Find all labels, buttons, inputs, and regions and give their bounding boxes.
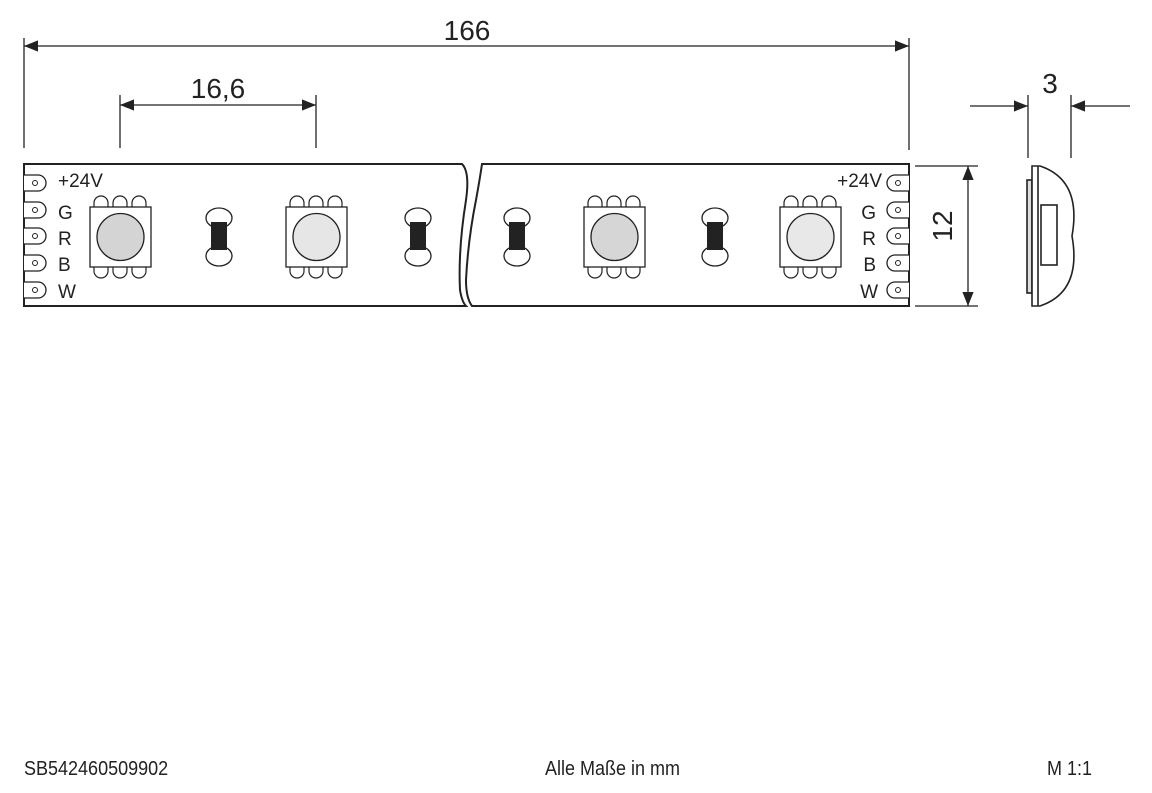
right-pad-labels: +24V G R B W (837, 171, 882, 303)
pad-right (886, 281, 909, 299)
led-chips (89, 195, 842, 279)
part-number: SB542460509902 (24, 758, 169, 780)
label-r-right: R (862, 229, 876, 250)
label-w-right: W (860, 282, 878, 303)
dimension-pitch-label: 16,6 (191, 73, 246, 104)
led-chip (285, 195, 348, 279)
dimension-length-label: 166 (444, 15, 491, 46)
resistor (701, 207, 729, 267)
label-r-left: R (58, 229, 72, 250)
pad-right (886, 254, 909, 272)
label-b-right: B (863, 255, 876, 276)
label-24v-right: +24V (837, 171, 882, 192)
led-chip (89, 195, 152, 279)
dimension-thickness (970, 95, 1130, 158)
label-g-left: G (58, 203, 73, 224)
solder-pads (24, 174, 909, 299)
led-chip (779, 195, 842, 279)
resistors (205, 207, 729, 267)
resistor (404, 207, 432, 267)
pad-left (24, 201, 47, 219)
pad-right (886, 201, 909, 219)
label-24v-left: +24V (58, 171, 103, 192)
dimension-height (915, 165, 978, 307)
dimension-height-label: 12 (927, 210, 958, 241)
side-profile (1026, 165, 1075, 307)
led-chip (583, 195, 646, 279)
pad-right (886, 174, 909, 192)
pad-left (24, 254, 47, 272)
resistor (205, 207, 233, 267)
pad-left (24, 281, 47, 299)
dimension-length (23, 38, 910, 150)
strip-outline (23, 163, 910, 307)
label-b-left: B (58, 255, 71, 276)
pad-right (886, 227, 909, 245)
led-lens (96, 212, 145, 262)
pad-left (24, 174, 47, 192)
pad-left (24, 227, 47, 245)
label-w-left: W (58, 282, 76, 303)
led-lens (292, 212, 341, 262)
resistor (503, 207, 531, 267)
dimension-pitch (119, 95, 317, 148)
left-pad-labels: +24V G R B W (58, 171, 103, 303)
label-g-right: G (861, 203, 876, 224)
led-lens (590, 212, 639, 262)
units-note: Alle Maße in mm (545, 758, 681, 780)
scale-label: M 1:1 (1047, 758, 1093, 780)
dimension-thickness-label: 3 (1042, 68, 1058, 99)
led-lens (786, 212, 835, 262)
